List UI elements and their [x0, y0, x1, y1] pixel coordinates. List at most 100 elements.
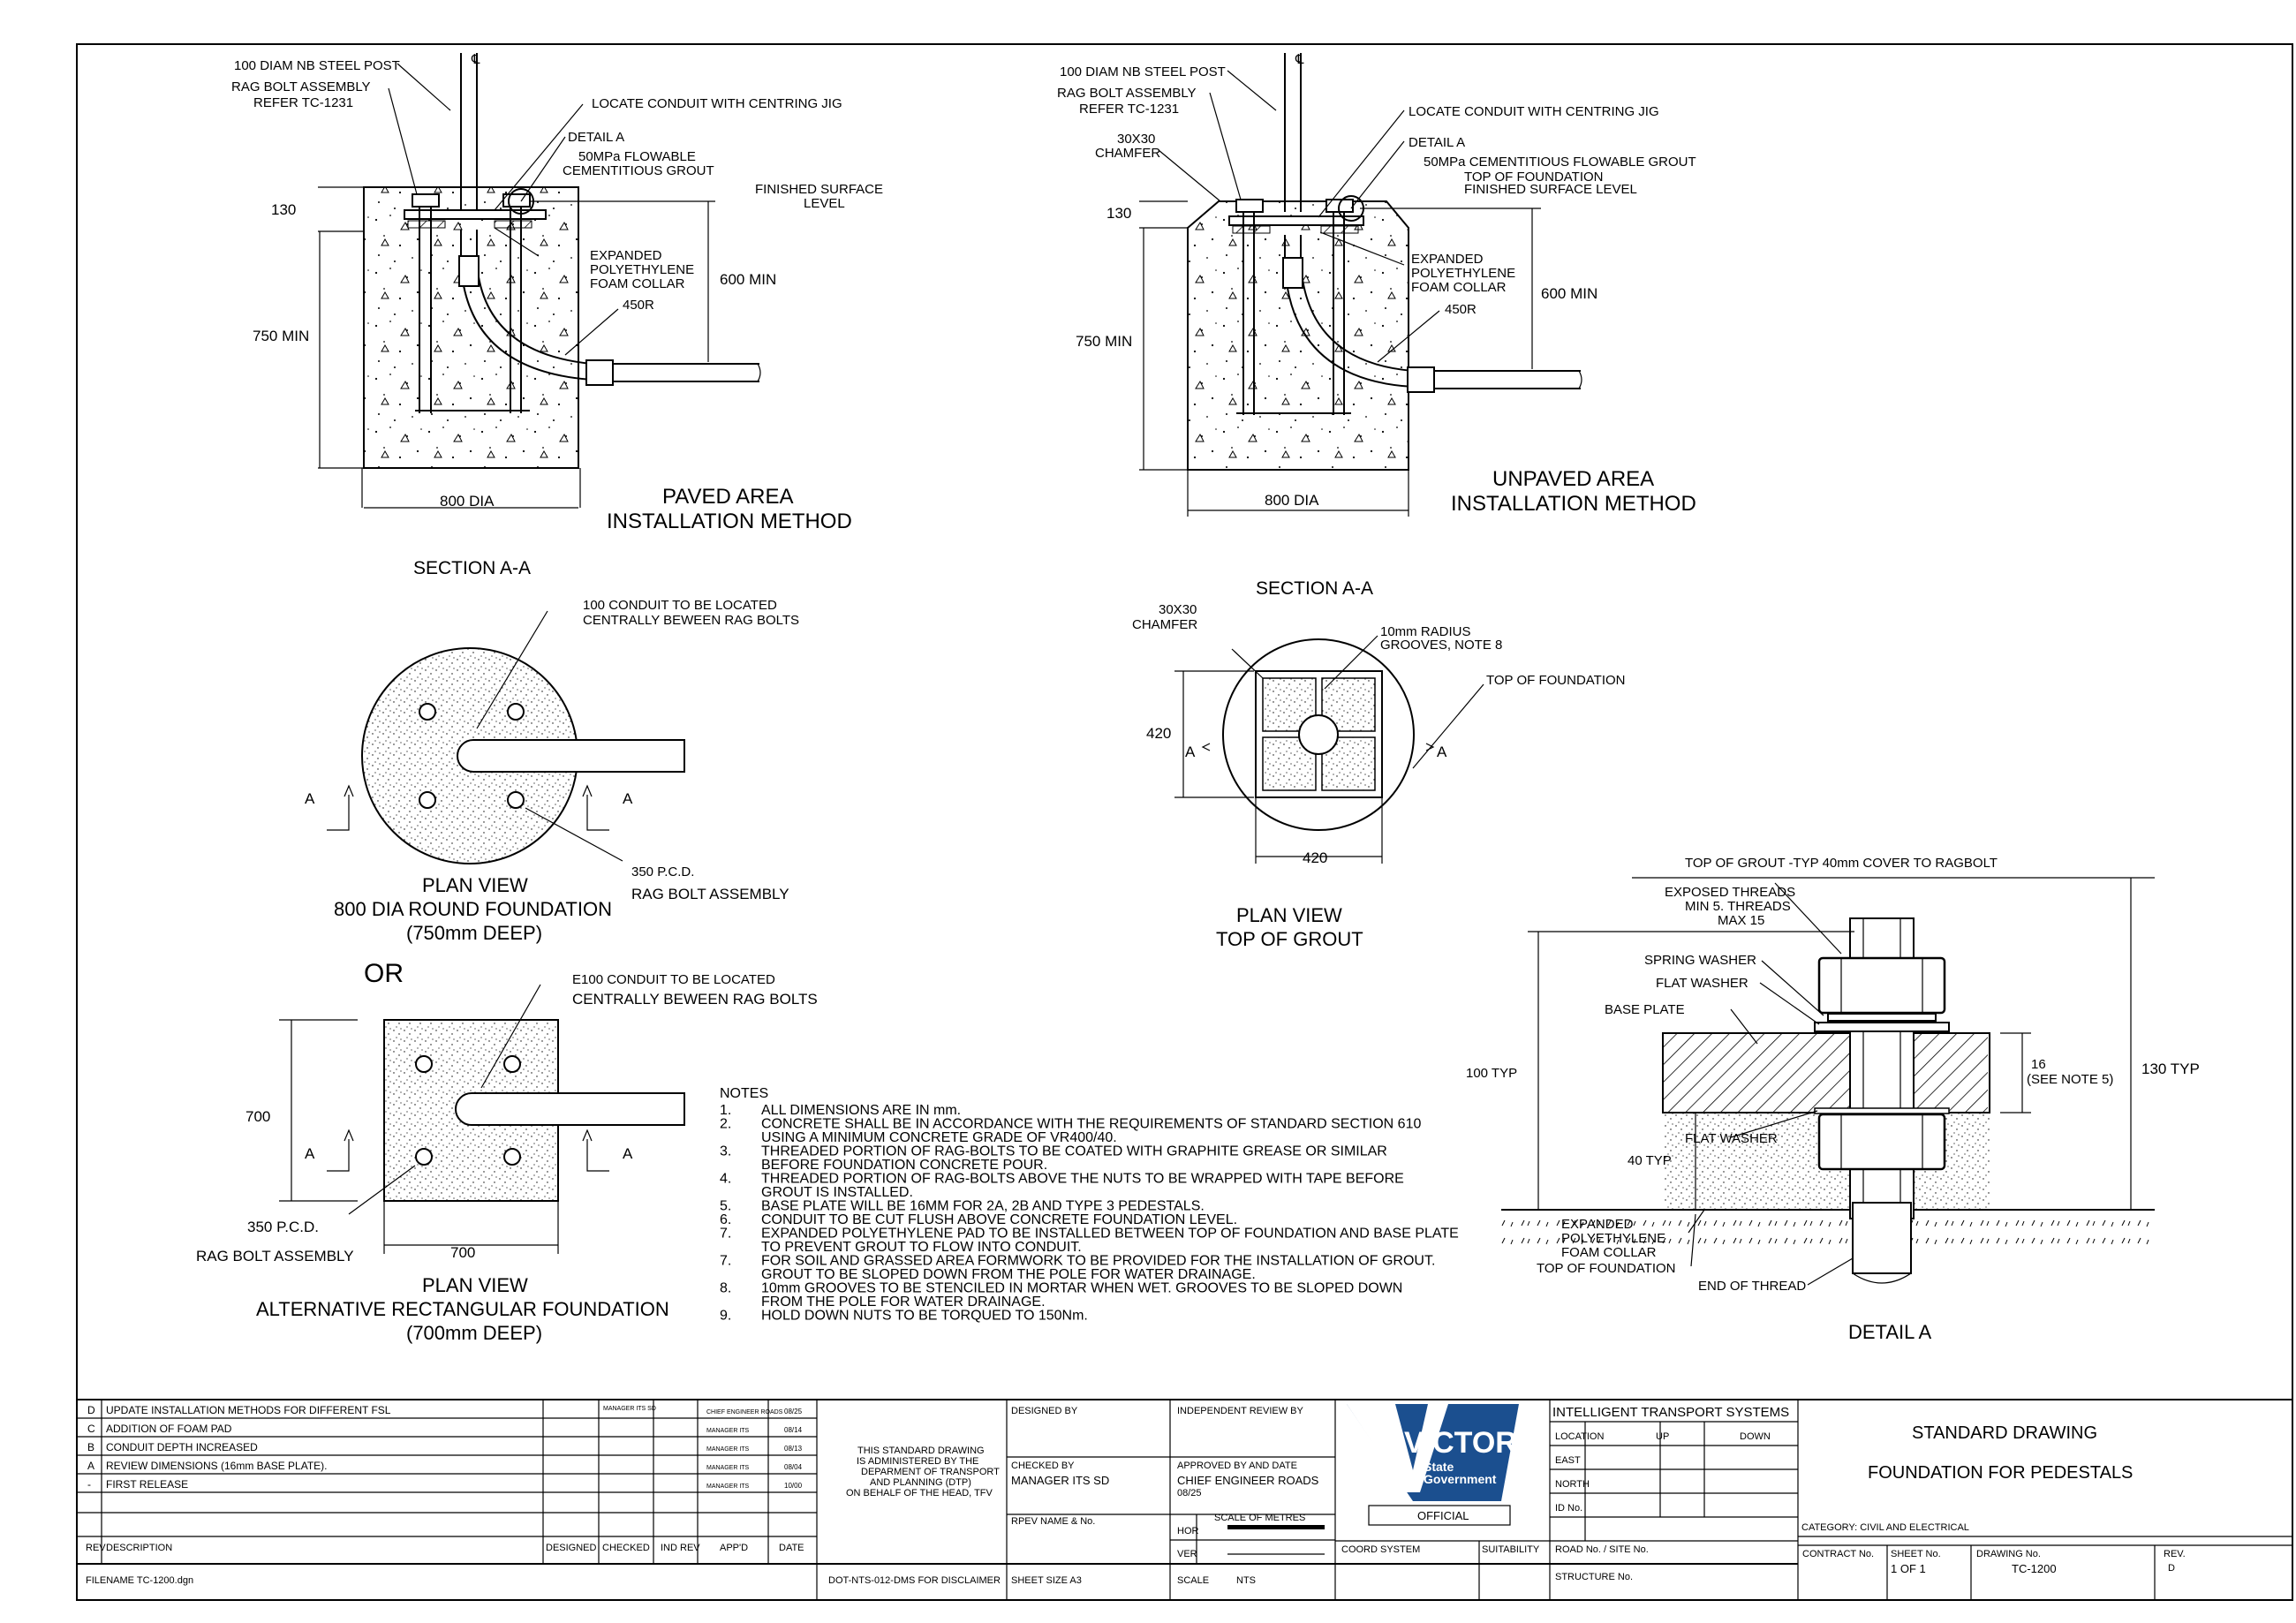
coord-system-label: COORD SYSTEM — [1341, 1544, 1420, 1555]
rev-row-checked: MANAGER ITS SD — [603, 1406, 656, 1412]
unpaved-dim-130: 130 — [1106, 205, 1131, 222]
structure-label: STRUCTURE No. — [1555, 1572, 1633, 1582]
note-line: THREADED PORTION OF RAG-BOLTS TO BE COAT… — [761, 1144, 1387, 1159]
rev-row-date: 08/13 — [784, 1445, 803, 1453]
unpaved-grout-label: 50MPa CEMENTITIOUS FLOWABLE GROUT — [1424, 155, 1696, 170]
unpaved-section-label: SECTION A-A — [1256, 578, 1373, 599]
rev-value: D — [2168, 1563, 2175, 1574]
designed-header: DESIGNED — [546, 1543, 597, 1553]
plan-round-pcd-label: 350 P.C.D. — [631, 864, 694, 879]
revision-rows: D UPDATE INSTALLATION METHODS FOR DIFFERE… — [87, 1404, 803, 1491]
notes-heading: NOTES — [720, 1086, 768, 1101]
paved-detail-label: DETAIL A — [568, 130, 624, 145]
centreline-symbol-2: ℄ — [1295, 52, 1304, 67]
paved-rag-label: RAG BOLT ASSEMBLY — [231, 79, 371, 94]
or-label: OR — [364, 959, 404, 988]
detail-a-flat2-label: FLAT WASHER — [1685, 1131, 1778, 1146]
approved-name: CHIEF ENGINEER ROADS — [1177, 1474, 1319, 1487]
plan-rect-title3: (700mm DEEP) — [406, 1322, 542, 1344]
rev-row-code: B — [87, 1441, 94, 1453]
note-line: BEFORE FOUNDATION CONCRETE POUR. — [761, 1158, 1047, 1173]
contract-label: CONTRACT No. — [1802, 1549, 1874, 1559]
plan-grout-dim-420h: 420 — [1303, 849, 1327, 866]
plan-rect-title: PLAN VIEW — [422, 1274, 528, 1296]
paved-dim-130: 130 — [271, 201, 296, 218]
paved-dim-600: 600 MIN — [720, 271, 776, 288]
scale-metres-label: SCALE OF METRES — [1214, 1513, 1305, 1523]
note-line: USING A MINIMUM CONCRETE GRADE OF VR400/… — [761, 1130, 1117, 1145]
rev-row-approved: MANAGER ITS — [706, 1483, 750, 1490]
unpaved-chamfer-label2: CHAMFER — [1095, 146, 1160, 161]
plan-round-conduit-label2: CENTRALLY BEWEEN RAG BOLTS — [583, 613, 799, 628]
rev-row-date: 08/14 — [784, 1426, 803, 1434]
plan-grout-a-right: A — [1437, 744, 1447, 760]
note-number: 1. — [720, 1103, 731, 1118]
detail-a-title: DETAIL A — [1848, 1321, 1931, 1343]
its-label: INTELLIGENT TRANSPORT SYSTEMS — [1552, 1405, 1789, 1420]
rev-row-date: 08/04 — [784, 1463, 803, 1471]
admin-line1: THIS STANDARD DRAWING — [857, 1446, 985, 1456]
detail-a-base-label: BASE PLATE — [1605, 1002, 1685, 1017]
logo-government: Government — [1424, 1472, 1497, 1486]
detail-a-threads-label: EXPOSED THREADS — [1665, 885, 1795, 900]
plan-round-pcd-label2: RAG BOLT ASSEMBLY — [631, 886, 789, 902]
note-number: 7. — [720, 1254, 731, 1269]
id-label: ID No. — [1555, 1503, 1582, 1514]
paved-foam-label: EXPANDED — [590, 248, 662, 263]
note-number: 7. — [720, 1227, 731, 1242]
paved-dim-800: 800 DIA — [440, 493, 495, 510]
plan-round-title2: 800 DIA ROUND FOUNDATION — [334, 898, 612, 920]
rev-row-code: C — [87, 1423, 95, 1435]
plan-grout — [1174, 635, 1484, 864]
suitability-label: SUITABILITY — [1482, 1544, 1540, 1555]
rpev-label: RPEV NAME & No. — [1011, 1516, 1095, 1527]
drawing-no-value: TC-1200 — [2012, 1562, 2057, 1575]
detail-a-threads-label3: MAX 15 — [1718, 913, 1764, 928]
detail-a-spring-label: SPRING WASHER — [1644, 953, 1756, 968]
plan-round-title: PLAN VIEW — [422, 874, 528, 896]
admin-line4: AND PLANNING (DTP) — [870, 1477, 971, 1488]
rev-row-description: ADDITION OF FOAM PAD — [106, 1423, 232, 1435]
official-label: OFFICIAL — [1417, 1509, 1469, 1522]
unpaved-rag-ref: REFER TC-1231 — [1079, 102, 1179, 117]
paved-section-label: SECTION A-A — [413, 558, 531, 578]
plan-round-title3: (750mm DEEP) — [406, 922, 542, 944]
paved-foam-label2: POLYETHYLENE — [590, 262, 694, 277]
note-number: 5. — [720, 1199, 731, 1214]
rev-header: REV — [86, 1543, 106, 1553]
sheet-no-label: SHEET No. — [1891, 1549, 1941, 1559]
detail-a — [1501, 877, 2155, 1286]
plan-rect-pcd-label2: RAG BOLT ASSEMBLY — [196, 1248, 354, 1264]
paved-fsl-label2: LEVEL — [804, 196, 845, 211]
note-line: TO PREVENT GROUT TO FLOW INTO CONDUIT. — [761, 1240, 1082, 1255]
north-label: NORTH — [1555, 1479, 1590, 1490]
paved-jig-label: LOCATE CONDUIT WITH CENTRING JIG — [592, 96, 842, 111]
sheet-size: SHEET SIZE A3 — [1011, 1575, 1082, 1586]
paved-title: PAVED AREA — [662, 485, 794, 509]
detail-a-dim-16-note: (SEE NOTE 5) — [2027, 1072, 2113, 1087]
detail-a-dim-130: 130 TYP — [2141, 1061, 2200, 1077]
plan-rect-a-left: A — [305, 1145, 315, 1162]
unpaved-foundation — [1187, 200, 1409, 471]
rev-row-code: A — [87, 1460, 94, 1472]
note-line: ALL DIMENSIONS ARE IN mm. — [761, 1103, 961, 1118]
appd-header: APP'D — [720, 1543, 748, 1553]
sheet-no-value: 1 OF 1 — [1891, 1562, 1926, 1575]
rev-row-description: UPDATE INSTALLATION METHODS FOR DIFFEREN… — [106, 1404, 391, 1416]
paved-foam-label3: FOAM COLLAR — [590, 276, 685, 291]
paved-title2: INSTALLATION METHOD — [607, 510, 852, 533]
date-header: DATE — [779, 1543, 804, 1553]
detail-a-foam-label2: POLYETHYLENE — [1561, 1231, 1665, 1246]
detail-a-eot-label: END OF THREAD — [1698, 1279, 1806, 1294]
drawing-no-label: DRAWING No. — [1976, 1549, 2041, 1559]
unpaved-chamfer-label: 30X30 — [1117, 132, 1155, 147]
rev-row-code: D — [87, 1404, 95, 1416]
note-number: 8. — [720, 1281, 731, 1296]
note-line: EXPANDED POLYETHYLENE PAD TO BE INSTALLE… — [761, 1227, 1459, 1242]
paved-grout-label: 50MPa FLOWABLE — [578, 149, 696, 164]
indrev-header: IND REV — [661, 1543, 700, 1553]
plan-grout-a-left: A — [1185, 744, 1196, 760]
road-label: ROAD No. / SITE No. — [1555, 1544, 1649, 1555]
sheet-border — [76, 43, 2293, 1601]
detail-a-flat-label: FLAT WASHER — [1656, 976, 1748, 991]
